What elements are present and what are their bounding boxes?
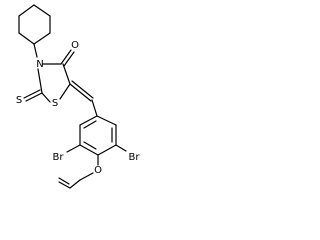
chemical-structure-diagram: N O S S Br Br O	[16, 4, 141, 189]
atom-label-br-left: Br	[53, 152, 65, 163]
atom-label-s-ring: S	[52, 98, 58, 109]
atom-label-o-ether: O	[94, 165, 102, 176]
atom-labels: N O S S Br Br O	[16, 40, 141, 176]
atom-label-o-carbonyl: O	[71, 40, 79, 51]
bond-lines	[18, 4, 127, 189]
atom-label-s-thione: S	[16, 95, 22, 106]
atom-label-br-right: Br	[129, 152, 141, 163]
atom-label-n: N	[36, 59, 43, 70]
